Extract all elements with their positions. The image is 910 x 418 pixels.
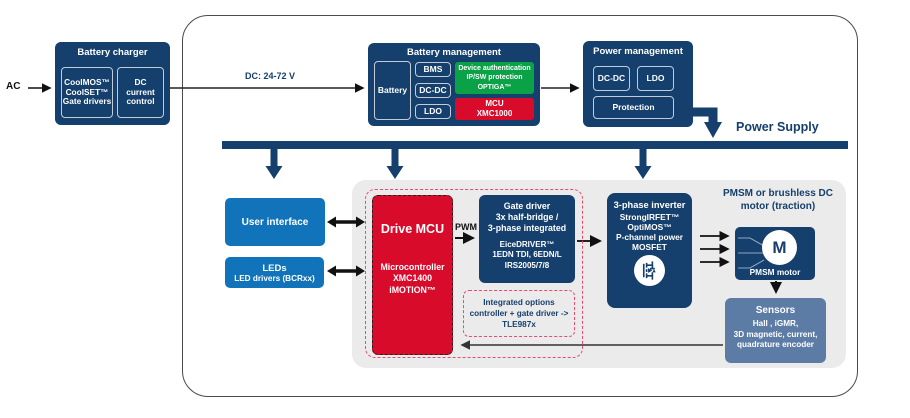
ldo-subbox: LDO <box>415 104 451 119</box>
ui-mcu-arrowhead-right <box>356 216 365 228</box>
battery-charger-title: Battery charger <box>77 47 148 58</box>
mcu-xmc1000-box: MCU XMC1000 <box>455 98 534 120</box>
protection-subbox: Protection <box>593 96 674 119</box>
battery-management-box: Battery management Battery BMS DC-DC LDO… <box>368 43 540 126</box>
inverter-title: 3-phase inverter <box>613 200 686 210</box>
bus-drop-arrow-inverter <box>634 149 652 179</box>
power-management-title: Power management <box>593 46 683 57</box>
system-frame <box>182 15 858 397</box>
leds-title: LEDs <box>262 262 287 274</box>
battery-management-title: Battery management <box>407 47 501 58</box>
integrated-options-box: Integrated options controller + gate dri… <box>463 290 575 337</box>
leds-box: LEDs LED drivers (BCRxx) <box>225 257 324 288</box>
bms-subbox: BMS <box>415 62 451 77</box>
bus-drop-arrow-mcu <box>386 149 404 179</box>
drive-mcu-details: Microcontroller XMC1400 iMOTION™ <box>380 262 445 295</box>
leds-mcu-arrowhead-left <box>327 265 336 277</box>
gate-driver-box: Gate driver 3x half-bridge / 3-phase int… <box>479 195 575 283</box>
battery-subbox: Battery <box>374 61 411 120</box>
inverter-details: StrongIRFET™ OptiMOS™ P-channel power MO… <box>615 212 683 253</box>
pmsm-motor-label: PMSM motor <box>749 267 801 277</box>
mosfet-icon <box>634 255 665 287</box>
sensors-details: Hall , iGMR, 3D magnetic, current, quadr… <box>733 319 818 350</box>
pm-dcdc-subbox: DC-DC <box>593 66 630 91</box>
sensors-box: Sensors Hall , iGMR, 3D magnetic, curren… <box>725 298 826 363</box>
power-management-box: Power management DC-DC LDO Protection <box>583 41 693 127</box>
power-supply-bus <box>222 141 848 149</box>
ui-mcu-arrowhead-left <box>327 216 336 228</box>
drive-mcu-box: Drive MCU Microcontroller XMC1400 iMOTIO… <box>372 195 453 355</box>
bus-drop-arrow-ui <box>265 149 283 179</box>
gate-drivers-subbox: CoolMOS™ CoolSET™ Gate drivers <box>61 67 113 118</box>
dc-link-label: DC: 24-72 V <box>244 71 296 81</box>
pmsm-motor-box: M PMSM motor <box>735 227 815 280</box>
gate-driver-details: EiceDRIVER™ 1EDN TDI, 6EDN/L IRS2005/7/8 <box>492 239 562 270</box>
motor-m-icon: M <box>762 230 797 265</box>
integration-group-outline <box>365 189 583 358</box>
pm-ldo-subbox: LDO <box>637 66 674 91</box>
dc-current-control-subbox: DC current control <box>117 67 164 118</box>
dcdc-subbox: DC-DC <box>415 83 451 98</box>
motor-winding-lines <box>738 237 765 269</box>
power-supply-elbow-arrowhead <box>704 122 722 138</box>
battery-charger-box: Battery charger CoolMOS™ CoolSET™ Gate d… <box>55 42 170 125</box>
ac-label: AC <box>6 81 21 92</box>
gate-driver-title: Gate driver 3x half-bridge / 3-phase int… <box>487 201 567 233</box>
inverter-box: 3-phase inverter StrongIRFET™ OptiMOS™ P… <box>607 193 692 308</box>
leds-mcu-arrowhead-right <box>356 265 365 277</box>
leds-subtitle: LED drivers (BCRxx) <box>234 273 315 283</box>
motor-section-heading: PMSM or brushless DC motor (traction) <box>722 188 834 212</box>
optiga-security-box: Device authentication IP/SW protection O… <box>455 62 534 94</box>
power-supply-elbow-arrow <box>687 107 718 123</box>
power-supply-label: Power Supply <box>736 120 819 134</box>
user-interface-box: User interface <box>225 198 325 246</box>
user-interface-label: User interface <box>241 216 309 228</box>
drive-mcu-title: Drive MCU <box>380 222 445 236</box>
pwm-label: PWM <box>455 222 477 232</box>
sensors-title: Sensors <box>755 305 796 316</box>
